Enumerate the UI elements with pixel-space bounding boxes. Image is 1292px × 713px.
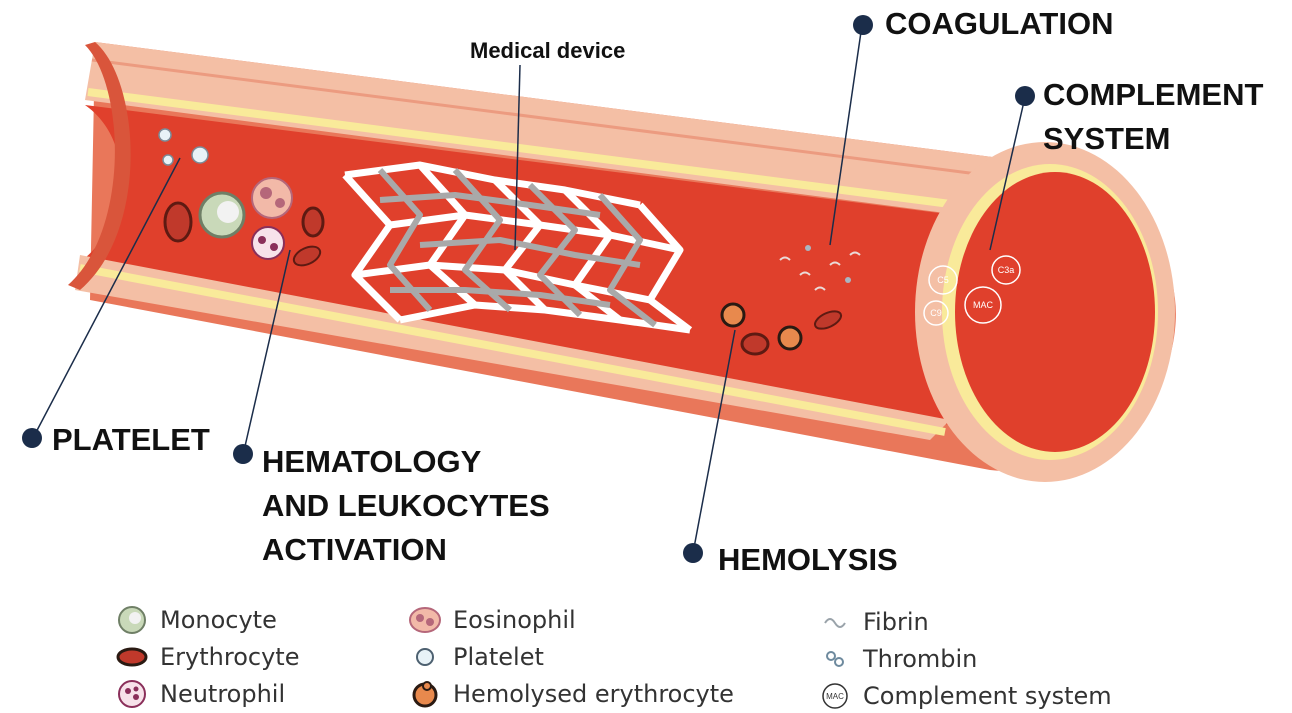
legend-item-fibrin: Fibrin (815, 605, 929, 639)
vessel-cross-section-lumen (955, 172, 1155, 452)
neutrophil-icon (112, 677, 152, 711)
legend-item-thrombin: Thrombin (815, 642, 977, 676)
hemolysed-erythrocyte-cell (722, 304, 744, 326)
erythrocyte-icon (112, 640, 152, 674)
legend-item-complement: MAC Complement system (815, 679, 1112, 713)
legend-item-neutrophil: Neutrophil (112, 677, 285, 711)
platelet-callout: PLATELET (52, 418, 210, 462)
legend-label-fibrin: Fibrin (863, 608, 929, 636)
hemolysed-erythrocyte-cell-2 (779, 327, 801, 349)
monocyte-icon (112, 603, 152, 637)
legend-mac-icon-text: MAC (826, 692, 844, 701)
platelet-dot (22, 428, 42, 448)
erythrocyte-cell-2 (303, 208, 323, 236)
eosinophil-icon (405, 603, 445, 637)
complement-mac-icon: MAC (815, 679, 855, 713)
hemolysis-callout: HEMOLYSIS (718, 538, 898, 582)
c5-label: C5 (937, 275, 949, 285)
hematology-dot (233, 444, 253, 464)
hemolysis-dot (683, 543, 703, 563)
eosinophil-cell (252, 178, 292, 218)
legend-item-erythrocyte: Erythrocyte (112, 640, 299, 674)
legend-label-thrombin: Thrombin (863, 645, 977, 673)
hematology-callout: HEMATOLOGY AND LEUKOCYTES ACTIVATION (262, 440, 550, 572)
platelet-icon (405, 640, 445, 674)
legend-label-platelet: Platelet (453, 643, 544, 671)
legend-label-eosinophil: Eosinophil (453, 606, 576, 634)
erythrocyte-cell (165, 203, 191, 241)
legend-item-platelet: Platelet (405, 640, 544, 674)
c3a-label: C3a (998, 265, 1015, 275)
complement-dot (1015, 86, 1035, 106)
legend-item-hemolysed: Hemolysed erythrocyte (405, 677, 734, 711)
legend-label-complement: Complement system (863, 682, 1112, 710)
coagulation-dot (853, 15, 873, 35)
legend-label-erythrocyte: Erythrocyte (160, 643, 299, 671)
legend-label-hemolysed: Hemolysed erythrocyte (453, 680, 734, 708)
legend-label-neutrophil: Neutrophil (160, 680, 285, 708)
legend-item-eosinophil: Eosinophil (405, 603, 576, 637)
medical-device-label: Medical device (470, 38, 625, 64)
legend-label-monocyte: Monocyte (160, 606, 277, 634)
erythrocyte-cell-4 (742, 334, 768, 354)
coagulation-callout: COAGULATION (885, 2, 1113, 46)
hemolysed-erythrocyte-icon (405, 677, 445, 711)
legend-item-monocyte: Monocyte (112, 603, 277, 637)
fibrin-icon (815, 605, 855, 639)
mac-label: MAC (973, 300, 994, 310)
complement-callout: COMPLEMENT SYSTEM (1043, 73, 1263, 161)
thrombin-icon (815, 642, 855, 676)
neutrophil-cell (252, 227, 284, 259)
c9-label: C9 (930, 308, 942, 318)
